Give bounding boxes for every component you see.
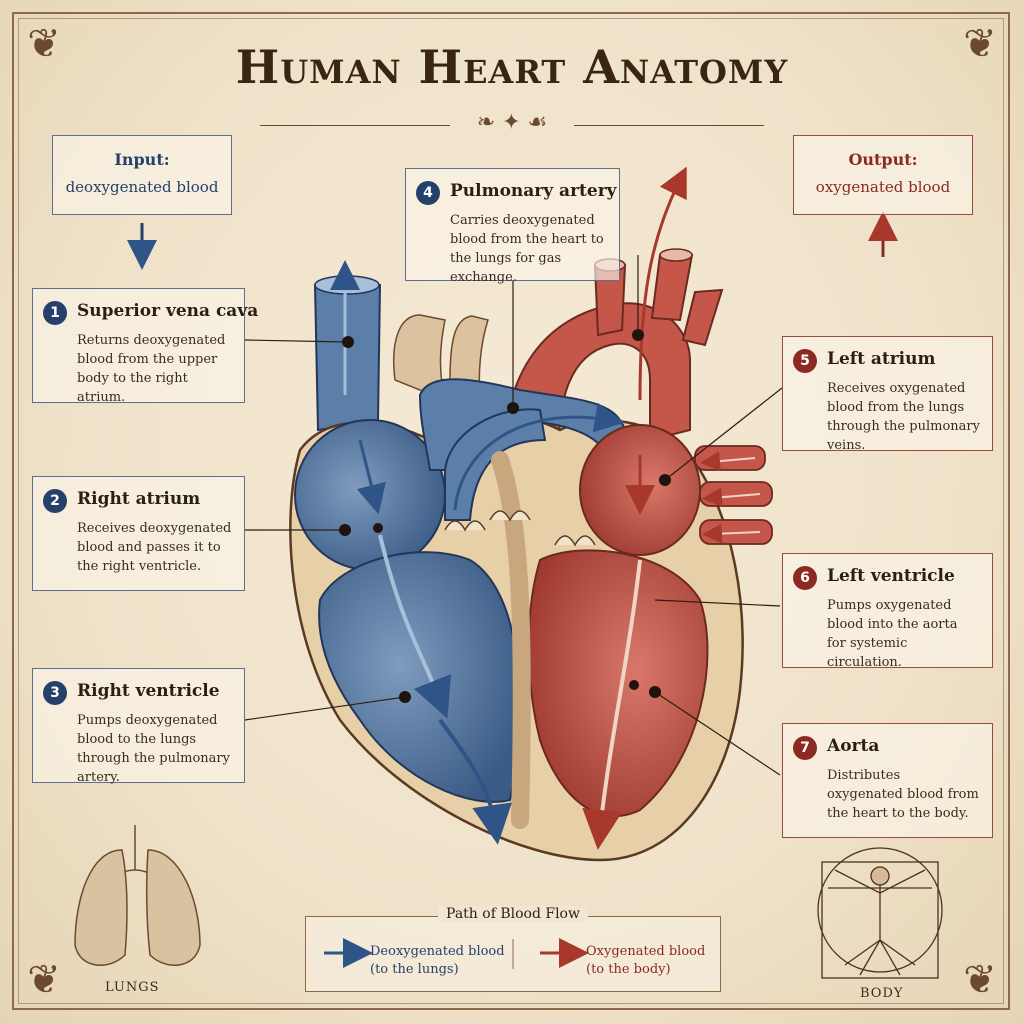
legend-arrows bbox=[324, 938, 589, 969]
label-heading: Left atrium bbox=[827, 349, 936, 369]
label-number: 1 bbox=[43, 301, 67, 325]
label-heading: Superior vena cava bbox=[77, 301, 259, 321]
label-description: Distributes oxygenated blood from the he… bbox=[827, 768, 979, 821]
leader-lines bbox=[244, 255, 783, 776]
corner-ornament-icon: ❦ bbox=[963, 957, 997, 1003]
label-description: Carries deoxygenated blood from the hear… bbox=[450, 213, 604, 285]
legend-title: Path of Blood Flow bbox=[306, 906, 720, 922]
label-right-atrium: 2 Right atrium Receives deoxygenated blo… bbox=[32, 476, 245, 591]
output-box: Output: oxygenated blood bbox=[793, 135, 973, 215]
corner-ornament-icon: ❦ bbox=[963, 21, 997, 67]
label-description: Pumps oxygenated blood into the aorta fo… bbox=[827, 598, 958, 670]
right-atrium-chamber bbox=[294, 419, 446, 571]
legend-oxygenated: Oxygenated blood(to the body) bbox=[586, 944, 706, 977]
label-heading: Left ventricle bbox=[827, 566, 955, 586]
title-divider-right bbox=[574, 125, 764, 126]
label-aorta: 7 Aorta Distributes oxygenated blood fro… bbox=[782, 723, 993, 838]
input-heading: Input: bbox=[114, 150, 170, 169]
inner-frame bbox=[18, 18, 1004, 1004]
input-subheading: deoxygenated blood bbox=[65, 178, 219, 196]
label-heading: Right ventricle bbox=[77, 681, 220, 701]
label-pulmonary-artery: 4 Pulmonary artery Carries deoxygenated … bbox=[405, 168, 620, 285]
human-body-icon bbox=[817, 847, 943, 979]
lungs-icon bbox=[74, 825, 201, 966]
label-number: 4 bbox=[416, 181, 440, 205]
right-ventricle-chamber bbox=[318, 551, 521, 803]
label-description: Receives oxygenated blood from the lungs… bbox=[827, 381, 980, 453]
label-left-ventricle: 6 Left ventricle Pumps oxygenated blood … bbox=[782, 553, 993, 670]
input-box: Input: deoxygenated blood bbox=[52, 135, 232, 215]
body-caption: BODY bbox=[860, 986, 904, 1001]
lungs-caption: LUNGS bbox=[105, 980, 160, 995]
title-divider-left bbox=[260, 125, 450, 126]
page-title: Human Heart Anatomy bbox=[235, 40, 789, 94]
label-number: 5 bbox=[793, 349, 817, 373]
label-number: 6 bbox=[793, 566, 817, 590]
label-right-ventricle: 3 Right ventricle Pumps deoxygenated blo… bbox=[32, 668, 245, 785]
corner-ornament-icon: ❦ bbox=[27, 957, 61, 1003]
label-description: Pumps deoxygenated blood to the lungs th… bbox=[77, 713, 230, 785]
label-heading: Aorta bbox=[827, 736, 880, 756]
label-left-atrium: 5 Left atrium Receives oxygenated blood … bbox=[782, 336, 993, 453]
pulmonary-artery bbox=[418, 378, 627, 471]
output-heading: Output: bbox=[848, 150, 918, 169]
flourish-icon: ❧ ✦ ☙ bbox=[476, 110, 548, 135]
superior-vena-cava bbox=[313, 284, 382, 432]
label-description: Receives deoxygenated blood and passes i… bbox=[77, 521, 232, 574]
label-number: 2 bbox=[43, 489, 67, 513]
legend: Path of Blood Flow Deoxygenated blood(to… bbox=[305, 906, 721, 992]
label-heading: Right atrium bbox=[77, 489, 201, 509]
label-heading: Pulmonary artery bbox=[450, 181, 617, 201]
outer-frame bbox=[12, 12, 1010, 1010]
label-superior-vena-cava: 1 Superior vena cava Returns deoxygenate… bbox=[32, 288, 258, 405]
corner-ornament-icon: ❦ bbox=[27, 21, 61, 67]
legend-deoxygenated: Deoxygenated blood(to the lungs) bbox=[370, 944, 505, 977]
output-subheading: oxygenated blood bbox=[815, 178, 951, 196]
label-description: Returns deoxygenated blood from the uppe… bbox=[77, 333, 226, 405]
label-number: 7 bbox=[793, 736, 817, 760]
label-number: 3 bbox=[43, 681, 67, 705]
